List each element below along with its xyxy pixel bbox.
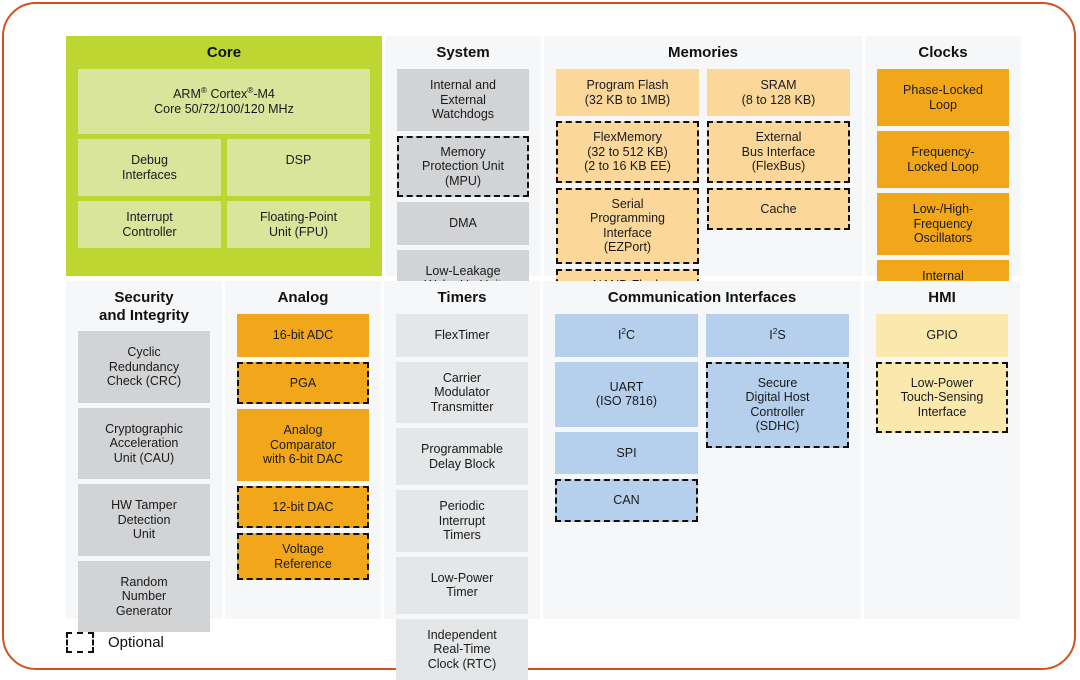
block-arm-cortex-m4-line1: ARM® Cortex®-M4 (84, 87, 364, 102)
block-i2c[interactable]: I2C (555, 314, 698, 357)
panel-title-hmi: HMI (876, 289, 1008, 307)
legend: Optional (66, 632, 164, 653)
block-12-bit-dac[interactable]: 12-bit DAC (237, 486, 369, 529)
block-i2s[interactable]: I2S (706, 314, 849, 357)
block-spi[interactable]: SPI (555, 432, 698, 475)
block-uart-iso7816[interactable]: UART(ISO 7816) (555, 362, 698, 427)
panel-title-core: Core (78, 44, 370, 62)
diagram-row-top: Core ARM® Cortex®-M4 Core 50/72/100/120 … (66, 36, 1022, 276)
communication-left-column: I2C UART(ISO 7816) SPI CAN (555, 314, 698, 522)
panel-core: Core ARM® Cortex®-M4 Core 50/72/100/120 … (66, 36, 382, 276)
legend-optional-label: Optional (108, 634, 164, 651)
block-sram[interactable]: SRAM(8 to 128 KB) (707, 69, 850, 116)
panel-title-timers: Timers (396, 289, 528, 307)
diagram-frame: Core ARM® Cortex®-M4 Core 50/72/100/120 … (2, 2, 1076, 670)
block-dsp[interactable]: DSP (227, 139, 370, 196)
block-arm-cortex-m4[interactable]: ARM® Cortex®-M4 Core 50/72/100/120 MHz (78, 69, 370, 134)
panel-title-memories: Memories (556, 44, 850, 62)
block-gpio[interactable]: GPIO (876, 314, 1008, 357)
block-pga[interactable]: PGA (237, 362, 369, 405)
panel-title-communication: Communication Interfaces (555, 289, 849, 307)
memories-left-column: Program Flash(32 KB to 1MB) FlexMemory(3… (556, 69, 699, 316)
panel-title-system: System (397, 44, 529, 62)
block-diagram: Core ARM® Cortex®-M4 Core 50/72/100/120 … (66, 36, 1022, 621)
panel-communication-interfaces: Communication Interfaces I2C UART(ISO 78… (543, 281, 861, 619)
block-can[interactable]: CAN (555, 479, 698, 522)
panel-title-clocks: Clocks (877, 44, 1009, 62)
core-blocks: ARM® Cortex®-M4 Core 50/72/100/120 MHz D… (78, 69, 370, 248)
block-16-bit-adc[interactable]: 16-bit ADC (237, 314, 369, 357)
block-flextimer[interactable]: FlexTimer (396, 314, 528, 357)
block-frequency-locked-loop[interactable]: Frequency-Locked Loop (877, 131, 1009, 188)
panel-memories: Memories Program Flash(32 KB to 1MB) Fle… (544, 36, 862, 276)
block-flexmemory[interactable]: FlexMemory(32 to 512 KB)(2 to 16 KB EE) (556, 121, 699, 183)
block-program-flash[interactable]: Program Flash(32 KB to 1MB) (556, 69, 699, 116)
block-dma[interactable]: DMA (397, 202, 529, 245)
memories-blocks: Program Flash(32 KB to 1MB) FlexMemory(3… (556, 69, 850, 316)
block-cache[interactable]: Cache (707, 188, 850, 231)
panel-title-analog: Analog (237, 289, 369, 307)
dashed-optional-swatch-icon (66, 632, 94, 653)
block-arm-cortex-m4-line2: Core 50/72/100/120 MHz (84, 102, 364, 117)
